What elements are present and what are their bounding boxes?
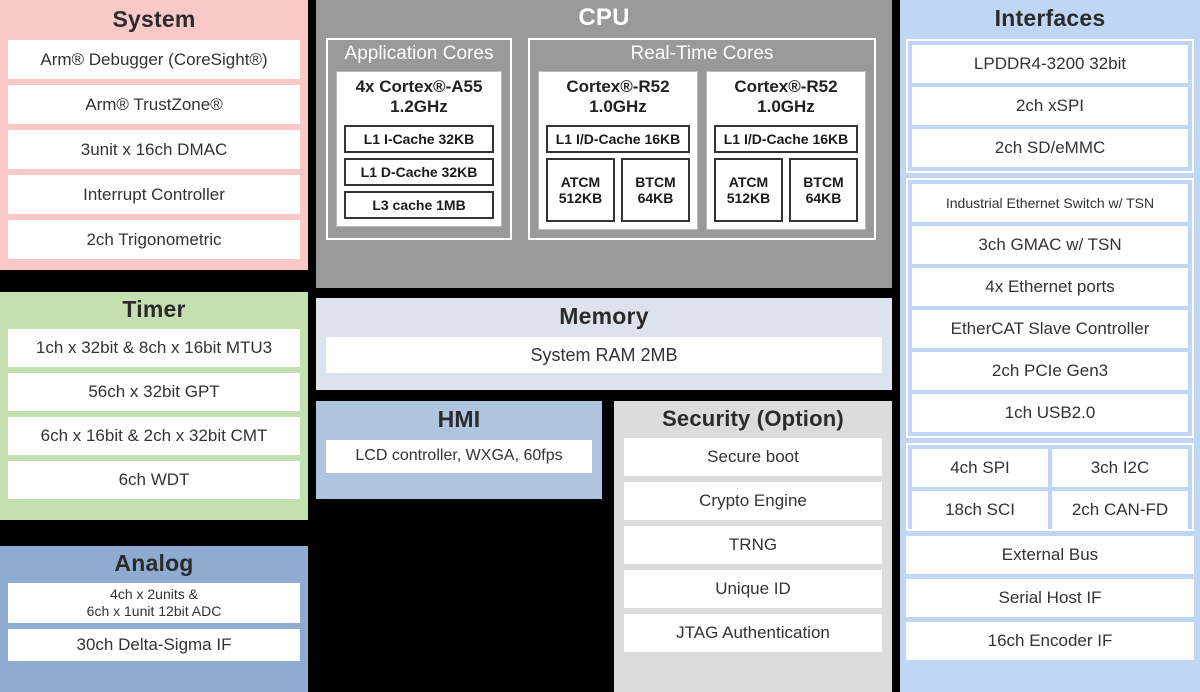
core-name-r52-0: Cortex®-R52 1.0GHz bbox=[546, 77, 690, 120]
interfaces-external-item-2: 16ch Encoder IF bbox=[906, 622, 1194, 660]
tcm-row-1: ATCM 512KB BTCM 64KB bbox=[714, 158, 858, 223]
interfaces-serial-item-1: 3ch I2C bbox=[1052, 449, 1188, 487]
interfaces-group-external: External Bus Serial Host IF 16ch Encoder… bbox=[906, 536, 1194, 660]
tcm-btcm-1-name: BTCM bbox=[803, 173, 844, 190]
group-title-application-cores: Application Cores bbox=[344, 43, 494, 64]
interfaces-memory-item-0: LPDDR4-3200 32bit bbox=[912, 45, 1188, 83]
analog-item-adc-line2: 6ch x 1unit 12bit ADC bbox=[86, 603, 222, 619]
block-title-security: Security (Option) bbox=[662, 406, 844, 431]
interfaces-serial-grid: 4ch SPI 3ch I2C 18ch SCI 2ch CAN-FD bbox=[912, 449, 1188, 529]
core-name-a55: 4x Cortex®-A55 1.2GHz bbox=[344, 77, 494, 120]
tcm-btcm-0-size: 64KB bbox=[637, 190, 674, 207]
tcm-atcm-1-size: 512KB bbox=[726, 190, 771, 207]
block-title-interfaces: Interfaces bbox=[994, 5, 1106, 31]
tcm-btcm-1-size: 64KB bbox=[805, 190, 842, 207]
analog-item-adc-line1: 4ch x 2units & bbox=[110, 585, 198, 602]
interfaces-network-item-2: 4x Ethernet ports bbox=[912, 268, 1188, 306]
security-item-2: TRNG bbox=[624, 526, 882, 564]
system-item-4: 2ch Trigonometric bbox=[8, 220, 300, 259]
tcm-atcm-0-name: ATCM bbox=[560, 173, 601, 190]
tcm-atcm-1: ATCM 512KB bbox=[714, 158, 783, 223]
interfaces-external-item-1: Serial Host IF bbox=[906, 579, 1194, 617]
tcm-btcm-0-name: BTCM bbox=[635, 173, 676, 190]
security-item-4: JTAG Authentication bbox=[624, 614, 882, 652]
cache-l1-id-0: L1 I/D-Cache 16KB bbox=[546, 125, 690, 154]
core-cortex-a55: 4x Cortex®-A55 1.2GHz L1 I-Cache 32KB L1… bbox=[336, 71, 502, 228]
interfaces-network-item-5: 1ch USB2.0 bbox=[912, 394, 1188, 432]
interfaces-network-item-3: EtherCAT Slave Controller bbox=[912, 310, 1188, 348]
analog-item-delta-sigma: 30ch Delta-Sigma IF bbox=[8, 629, 300, 661]
realtime-core-list: Cortex®-R52 1.0GHz L1 I/D-Cache 16KB ATC… bbox=[538, 71, 866, 231]
cache-l1-id-1: L1 I/D-Cache 16KB bbox=[714, 125, 858, 154]
timer-item-1: 56ch x 32bit GPT bbox=[8, 373, 300, 411]
block-title-cpu: CPU bbox=[578, 4, 630, 31]
interfaces-group-memory: LPDDR4-3200 32bit 2ch xSPI 2ch SD/eMMC bbox=[906, 39, 1194, 173]
cache-l1-icache: L1 I-Cache 32KB bbox=[344, 125, 494, 154]
core-cortex-r52-0: Cortex®-R52 1.0GHz L1 I/D-Cache 16KB ATC… bbox=[538, 71, 698, 231]
cpu-core-groups: Application Cores 4x Cortex®-A55 1.2GHz … bbox=[316, 38, 892, 241]
block-system: System Arm® Debugger (CoreSight®) Arm® T… bbox=[0, 0, 308, 270]
block-title-memory: Memory bbox=[559, 303, 649, 329]
interfaces-serial-item-2: 18ch SCI bbox=[912, 491, 1048, 529]
timer-item-3: 6ch WDT bbox=[8, 461, 300, 499]
interfaces-external-item-0: External Bus bbox=[906, 536, 1194, 574]
group-realtime-cores: Real-Time Cores Cortex®-R52 1.0GHz L1 I/… bbox=[528, 38, 876, 241]
interfaces-memory-item-2: 2ch SD/eMMC bbox=[912, 129, 1188, 167]
security-item-1: Crypto Engine bbox=[624, 482, 882, 520]
cache-l1-dcache: L1 D-Cache 32KB bbox=[344, 158, 494, 187]
realtime-core-0: Cortex®-R52 1.0GHz L1 I/D-Cache 16KB ATC… bbox=[538, 71, 698, 231]
system-item-3: Interrupt Controller bbox=[8, 175, 300, 214]
core-cortex-r52-1: Cortex®-R52 1.0GHz L1 I/D-Cache 16KB ATC… bbox=[706, 71, 866, 231]
interfaces-network-item-0: Industrial Ethernet Switch w/ TSN bbox=[912, 184, 1188, 222]
cache-l3: L3 cache 1MB bbox=[344, 191, 494, 220]
core-name-r52-0-line1: Cortex®-R52 bbox=[566, 77, 670, 96]
interfaces-group-serial: 4ch SPI 3ch I2C 18ch SCI 2ch CAN-FD bbox=[906, 443, 1194, 531]
block-timer: Timer 1ch x 32bit & 8ch x 16bit MTU3 56c… bbox=[0, 292, 308, 520]
system-item-0: Arm® Debugger (CoreSight®) bbox=[8, 40, 300, 79]
memory-item-0: System RAM 2MB bbox=[326, 337, 882, 373]
hmi-item-0: LCD controller, WXGA, 60fps bbox=[326, 440, 592, 473]
core-name-r52-0-line2: 1.0GHz bbox=[589, 96, 647, 116]
analog-item-adc: 4ch x 2units & 6ch x 1unit 12bit ADC bbox=[8, 583, 300, 623]
tcm-row-0: ATCM 512KB BTCM 64KB bbox=[546, 158, 690, 223]
block-hmi: HMI LCD controller, WXGA, 60fps bbox=[316, 401, 602, 499]
block-title-system: System bbox=[112, 6, 196, 32]
block-title-analog: Analog bbox=[114, 550, 194, 576]
system-item-2: 3unit x 16ch DMAC bbox=[8, 130, 300, 169]
block-cpu: CPU Application Cores 4x Cortex®-A55 1.2… bbox=[316, 0, 892, 288]
core-name-r52-1: Cortex®-R52 1.0GHz bbox=[714, 77, 858, 120]
block-title-hmi: HMI bbox=[437, 406, 481, 432]
tcm-btcm-1: BTCM 64KB bbox=[789, 158, 858, 223]
interfaces-memory-item-1: 2ch xSPI bbox=[912, 87, 1188, 125]
block-interfaces: Interfaces LPDDR4-3200 32bit 2ch xSPI 2c… bbox=[900, 0, 1200, 692]
interfaces-serial-item-0: 4ch SPI bbox=[912, 449, 1048, 487]
timer-item-0: 1ch x 32bit & 8ch x 16bit MTU3 bbox=[8, 329, 300, 367]
tcm-atcm-1-name: ATCM bbox=[728, 173, 769, 190]
core-name-r52-1-line2: 1.0GHz bbox=[757, 96, 815, 116]
timer-item-2: 6ch x 16bit & 2ch x 32bit CMT bbox=[8, 417, 300, 455]
group-title-realtime-cores: Real-Time Cores bbox=[630, 43, 774, 64]
block-analog: Analog 4ch x 2units & 6ch x 1unit 12bit … bbox=[0, 546, 308, 692]
interfaces-network-item-4: 2ch PCIe Gen3 bbox=[912, 352, 1188, 390]
system-item-1: Arm® TrustZone® bbox=[8, 85, 300, 124]
block-memory: Memory System RAM 2MB bbox=[316, 298, 892, 390]
tcm-btcm-0: BTCM 64KB bbox=[621, 158, 690, 223]
tcm-atcm-0: ATCM 512KB bbox=[546, 158, 615, 223]
interfaces-network-item-1: 3ch GMAC w/ TSN bbox=[912, 226, 1188, 264]
security-item-3: Unique ID bbox=[624, 570, 882, 608]
core-name-r52-1-line1: Cortex®-R52 bbox=[734, 77, 838, 96]
block-title-timer: Timer bbox=[122, 296, 186, 322]
realtime-core-1: Cortex®-R52 1.0GHz L1 I/D-Cache 16KB ATC… bbox=[706, 71, 866, 231]
interfaces-group-network: Industrial Ethernet Switch w/ TSN 3ch GM… bbox=[906, 178, 1194, 438]
security-item-0: Secure boot bbox=[624, 438, 882, 476]
tcm-atcm-0-size: 512KB bbox=[558, 190, 603, 207]
core-name-a55-line2: 1.2GHz bbox=[390, 96, 448, 116]
group-application-cores: Application Cores 4x Cortex®-A55 1.2GHz … bbox=[326, 38, 512, 241]
core-name-a55-line1: 4x Cortex®-A55 bbox=[355, 77, 483, 96]
interfaces-serial-item-3: 2ch CAN-FD bbox=[1052, 491, 1188, 529]
block-security: Security (Option) Secure boot Crypto Eng… bbox=[614, 401, 892, 692]
